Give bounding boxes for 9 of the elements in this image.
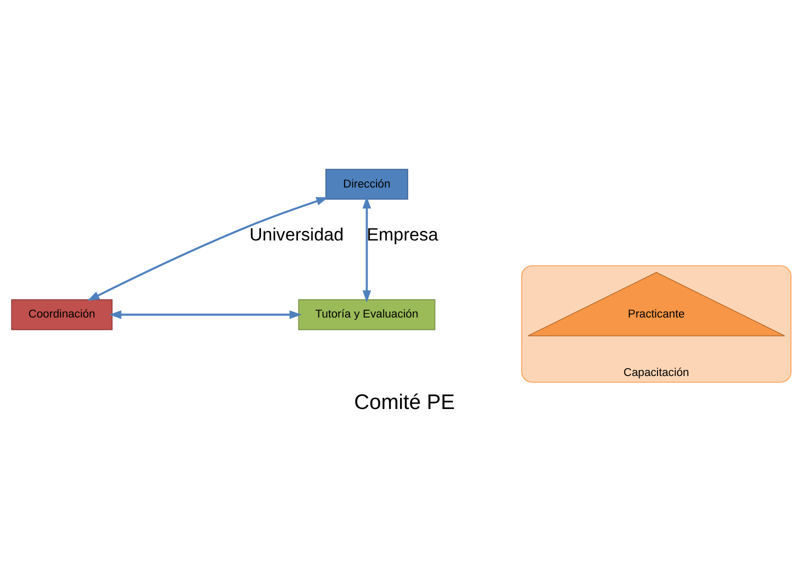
edge-label: Empresa bbox=[366, 224, 438, 244]
caption: Comité PE bbox=[354, 390, 455, 414]
node-box: Coordinación bbox=[11, 299, 113, 330]
arrow bbox=[109, 310, 302, 319]
edge-label: Universidad bbox=[250, 224, 344, 244]
arrow bbox=[87, 197, 328, 301]
node-box: Tutoría y Evaluación bbox=[298, 299, 436, 330]
arrow bbox=[362, 196, 372, 303]
node-box: Dirección bbox=[325, 168, 408, 200]
